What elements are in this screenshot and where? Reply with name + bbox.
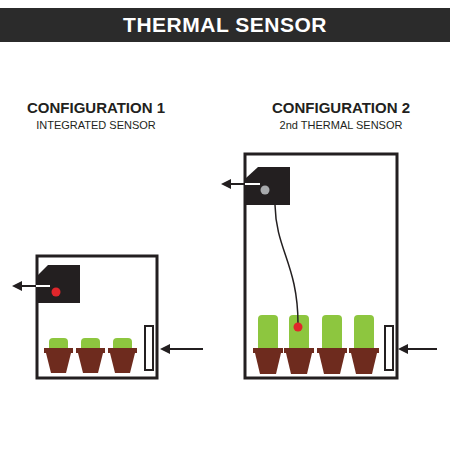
page-title: THERMAL SENSOR — [123, 13, 327, 36]
sensor-dot — [294, 323, 303, 332]
controller-unit — [37, 265, 80, 303]
exhaust-arrow — [36, 285, 50, 287]
exhaust-arrow — [20, 285, 36, 287]
grow-tent — [245, 154, 397, 378]
sensor-dot — [52, 288, 61, 297]
intake-vent — [145, 326, 153, 370]
config-subheading: 2nd THERMAL SENSOR — [280, 119, 403, 131]
config-subheading: INTEGRATED SENSOR — [36, 119, 156, 131]
controller-unit — [246, 167, 290, 205]
grow-tent — [37, 256, 157, 378]
intake-arrow — [168, 348, 203, 350]
config-heading: CONFIGURATION 2 — [272, 100, 410, 117]
config-2-illustration — [229, 154, 437, 378]
sensor-port — [261, 186, 270, 195]
pots — [44, 348, 137, 373]
config-heading: CONFIGURATION 1 — [27, 100, 165, 117]
intake-vent — [385, 326, 393, 370]
sensor-cable — [275, 205, 298, 324]
exhaust-arrow — [245, 183, 260, 185]
exhaust-arrow — [229, 183, 245, 185]
config-1-illustration — [20, 256, 203, 378]
plants — [258, 315, 374, 352]
pots — [253, 348, 379, 374]
title-bar — [0, 8, 450, 42]
intake-arrow — [406, 348, 437, 350]
